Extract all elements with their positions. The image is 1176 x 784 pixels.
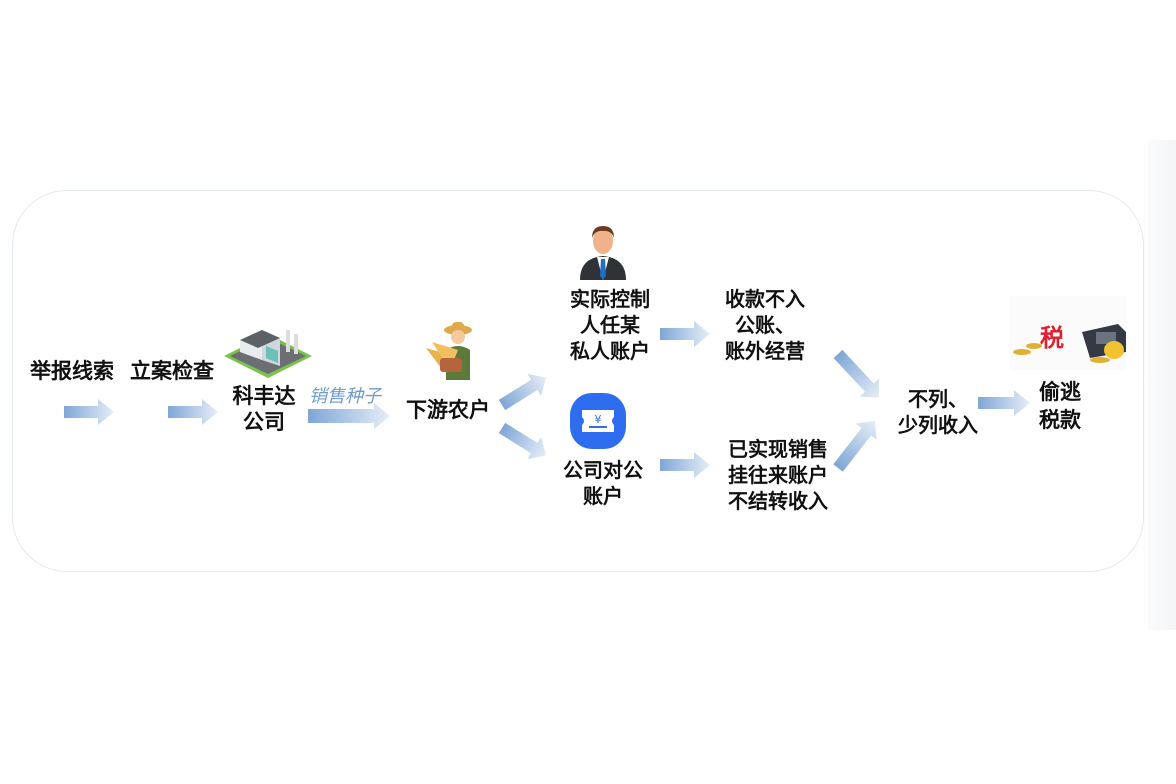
diagram-frame: [12, 190, 1144, 572]
off-book-line-1: 收款不入: [725, 287, 805, 311]
report-clue-node: 举报线索: [30, 359, 114, 383]
arrow-right: [660, 452, 710, 478]
company-node: 科丰达 公司: [224, 383, 304, 435]
off-book-node: 收款不入 公账、 账外经营: [715, 286, 815, 364]
public-account-node: 公司对公 账户: [553, 457, 653, 509]
evasion-line-2: 税款: [1039, 408, 1081, 432]
underreport-line-1: 不列、: [908, 387, 968, 411]
arrow-right: [978, 390, 1030, 416]
sale-seeds-label: 销售种子: [309, 386, 381, 407]
tax-evasion-node: 偷逃 税款: [1025, 378, 1095, 434]
off-book-line-2: 公账、: [735, 313, 795, 337]
evasion-line-1: 偷逃: [1039, 380, 1081, 404]
right-edge-strip: [1148, 140, 1176, 630]
arrow-right: [660, 321, 710, 347]
underreport-line-2: 少列收入: [898, 413, 978, 437]
private-account-node: 实际控制 人任某 私人账户: [560, 286, 660, 364]
coins-calculator-icon: [1013, 324, 1126, 363]
farmer-icon: [426, 322, 472, 380]
pending-account-node: 已实现销售 挂往来账户 不结转收入: [720, 436, 836, 514]
downstream-farmers-node: 下游农户: [406, 398, 490, 422]
tax-character: 税: [1040, 324, 1064, 352]
private-account-line-1: 实际控制: [570, 287, 650, 311]
arrow-down-right: [498, 422, 547, 460]
arrow-right: [64, 399, 114, 425]
private-account-line-3: 私人账户: [570, 339, 650, 363]
public-account-line-2: 账户: [583, 484, 623, 508]
case-inspection-node: 立案检查: [130, 359, 214, 383]
public-account-line-1: 公司对公: [563, 458, 643, 482]
arrow-down-right: [833, 349, 879, 398]
bank-ticket-icon: ¥: [570, 393, 626, 449]
person-businessman-icon: [580, 226, 626, 280]
tax-calculator-coins-image: 税: [1010, 296, 1126, 370]
pending-line-1: 已实现销售: [728, 437, 828, 461]
off-book-line-3: 账外经营: [725, 339, 805, 363]
arrow-up-right: [833, 420, 877, 472]
underreport-node: 不列、 少列收入: [888, 386, 988, 438]
pending-line-3: 不结转收入: [728, 489, 828, 513]
svg-text:¥: ¥: [595, 413, 602, 426]
arrow-right: [168, 399, 218, 425]
private-account-line-2: 人任某: [580, 313, 640, 337]
company-line-1: 科丰达: [232, 384, 296, 408]
pending-line-2: 挂往来账户: [728, 463, 828, 487]
arrow-right: [308, 403, 390, 429]
company-line-2: 公司: [243, 410, 285, 434]
factory-building-icon: [224, 330, 312, 378]
arrow-up-right: [498, 373, 547, 411]
